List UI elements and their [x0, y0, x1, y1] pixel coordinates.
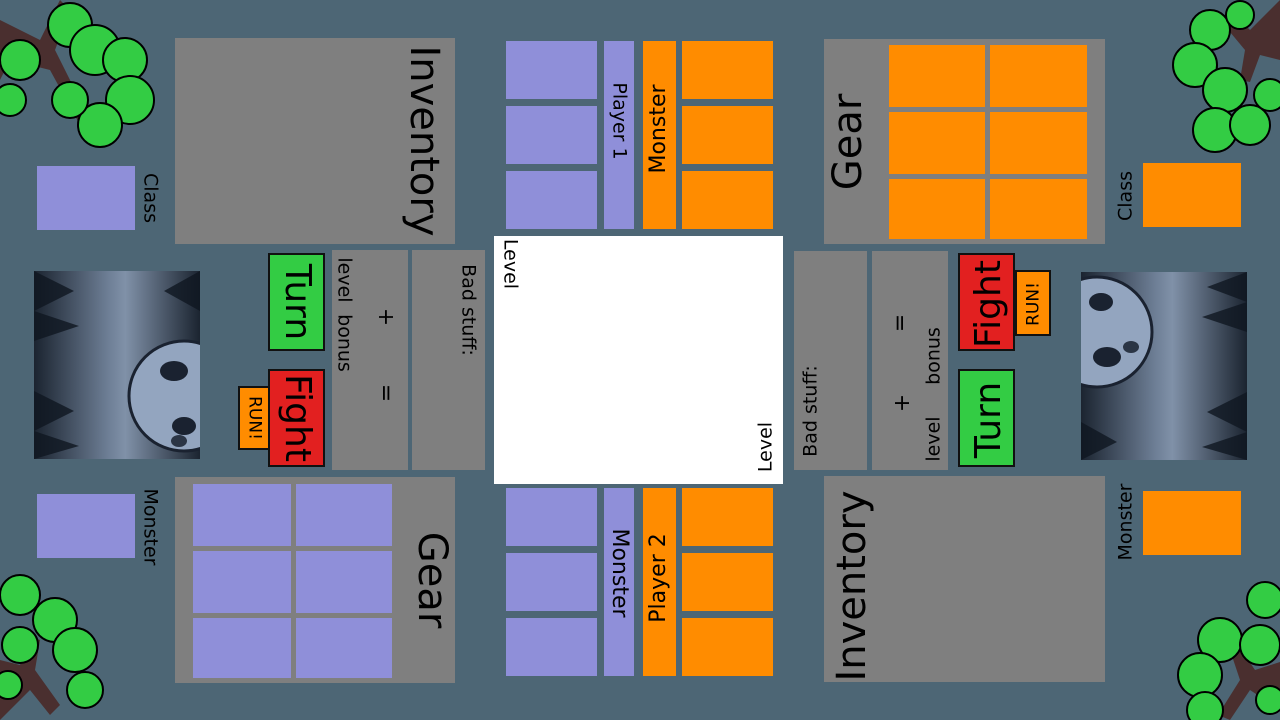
p2-card-slot[interactable]	[682, 618, 773, 676]
p1-monster-strip: Monster	[604, 488, 634, 676]
p2-monster-slot-label: Monster	[1114, 483, 1137, 561]
p2-monster-strip: Monster	[643, 41, 676, 229]
p1-fight-button[interactable]: Fight	[268, 369, 325, 467]
level-board[interactable]: Level Level	[494, 236, 783, 484]
p1-inventory-area[interactable]: Inventory	[175, 38, 455, 244]
p2-card-slot[interactable]	[682, 41, 773, 99]
p1-monster-strip-label: Monster	[607, 528, 632, 618]
p2-fight-button[interactable]: Fight	[958, 253, 1015, 351]
p2-name-label: Player 2	[646, 533, 671, 623]
p2-class-label: Class	[1114, 171, 1137, 221]
p1-bonus-label: bonus	[333, 314, 356, 372]
p2-bad-stuff-label: Bad stuff:	[799, 365, 822, 457]
p2-gear-slot[interactable]	[990, 179, 1087, 239]
p2-gear-slot[interactable]	[889, 179, 985, 239]
p1-card-slot[interactable]	[506, 553, 597, 611]
p2-name-strip: Player 2	[643, 488, 676, 676]
p2-gear-label: Gear	[825, 93, 871, 191]
p1-gear-slot[interactable]	[193, 618, 291, 678]
p2-gear-slot[interactable]	[889, 112, 985, 174]
p1-monster-slot-label: Monster	[139, 488, 162, 566]
p2-fight-label: Fight	[968, 260, 1009, 348]
tree-bottom-right-decoration	[1177, 581, 1280, 720]
p1-turn-button[interactable]: Turn	[268, 253, 325, 351]
level-board-top-label: Level	[499, 238, 522, 290]
p1-gear-label: Gear	[409, 531, 455, 629]
p2-equals-sign: =	[888, 313, 913, 333]
p1-name-label: Player 1	[608, 82, 631, 160]
tree-top-right-decoration	[1172, 0, 1280, 153]
p1-card-slot[interactable]	[506, 106, 597, 164]
p2-level-bonus-panel: level bonus + =	[872, 251, 948, 470]
p1-equals-sign: =	[373, 383, 398, 403]
p2-monster-strip-label: Monster	[646, 84, 671, 174]
p2-plus-sign: +	[890, 393, 915, 413]
p1-monster-slot[interactable]	[37, 494, 135, 558]
p2-monster-slot[interactable]	[1143, 491, 1241, 555]
p2-turn-button[interactable]: Turn	[958, 369, 1015, 467]
p2-bad-stuff-panel: Bad stuff:	[794, 251, 867, 470]
level-board-bottom-label: Level	[754, 421, 777, 473]
p1-turn-label: Turn	[277, 263, 318, 341]
tree-top-left-decoration	[0, 0, 155, 148]
p1-card-slot[interactable]	[506, 488, 597, 546]
p1-run-button[interactable]: RUN!	[238, 386, 270, 450]
p1-run-label: RUN!	[244, 396, 265, 440]
p2-turn-label: Turn	[968, 381, 1009, 459]
p2-card-slot[interactable]	[682, 106, 773, 164]
p2-inventory-label: Inventory	[829, 490, 875, 682]
p1-card-slot[interactable]	[506, 41, 597, 99]
p2-level-label: level	[922, 416, 945, 462]
p1-gear-slot[interactable]	[193, 484, 291, 546]
p1-gear-slot[interactable]	[296, 618, 392, 678]
p2-run-button[interactable]: RUN!	[1015, 270, 1051, 336]
p1-portrait-image	[34, 271, 200, 459]
p1-card-slot[interactable]	[506, 618, 597, 676]
p2-card-slot[interactable]	[682, 553, 773, 611]
p2-gear-slot[interactable]	[990, 112, 1087, 174]
p1-bad-stuff-panel: Bad stuff:	[412, 250, 485, 470]
p1-inventory-label: Inventory	[401, 45, 447, 237]
tree-bottom-left-decoration	[0, 574, 104, 720]
p1-gear-slot[interactable]	[296, 551, 392, 613]
p1-class-label: Class	[139, 173, 162, 223]
p1-plus-sign: +	[373, 307, 398, 327]
p1-class-slot[interactable]	[37, 166, 135, 230]
p2-run-label: RUN!	[1023, 282, 1044, 326]
p2-gear-slot[interactable]	[990, 45, 1087, 107]
p2-bonus-label: bonus	[922, 327, 945, 385]
p1-gear-slot[interactable]	[193, 551, 291, 613]
p2-inventory-area[interactable]: Inventory	[824, 476, 1105, 682]
p2-gear-slot[interactable]	[889, 45, 985, 107]
p2-card-slot[interactable]	[682, 488, 773, 546]
p1-gear-slot[interactable]	[296, 484, 392, 546]
p1-level-label: level	[333, 257, 356, 303]
p2-card-slot[interactable]	[682, 171, 773, 229]
p1-bad-stuff-label: Bad stuff:	[457, 264, 480, 356]
p1-fight-label: Fight	[277, 374, 318, 462]
p2-portrait-image	[1081, 272, 1247, 460]
p2-class-slot[interactable]	[1143, 163, 1241, 227]
p1-card-slot[interactable]	[506, 171, 597, 229]
p1-level-bonus-panel: level bonus + =	[332, 250, 408, 470]
p1-name-strip: Player 1	[604, 41, 634, 229]
